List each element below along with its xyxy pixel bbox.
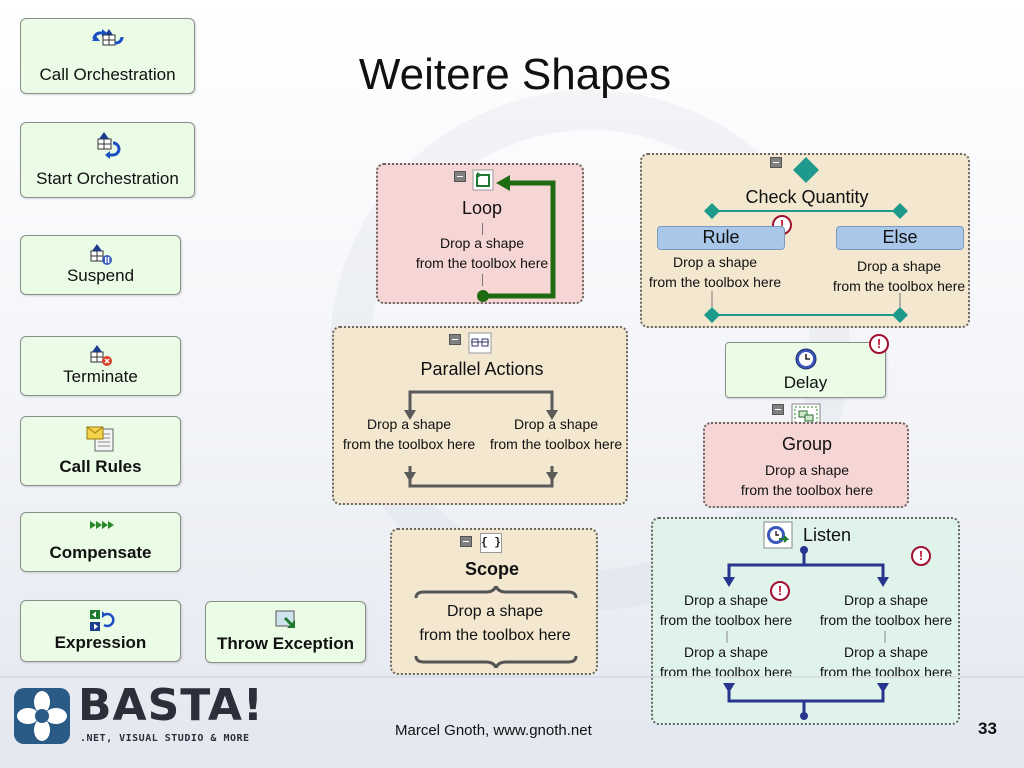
logo-tagline: .NET, VISUAL STUDIO & MORE [80, 733, 250, 744]
page-number: 33 [978, 719, 997, 738]
scope-title: Scope [464, 559, 520, 579]
drop-zone-right[interactable]: Drop a shape from the toolbox here [482, 414, 630, 454]
loop-icon [472, 169, 494, 191]
toolbox-label: Call Rules [59, 457, 142, 476]
delay-shape[interactable]: Delay [725, 342, 886, 398]
drop-text-2: from the toolbox here [819, 664, 953, 680]
drop-text-1: Drop a shape [683, 592, 769, 608]
call-rules-icon [86, 426, 113, 452]
toolbox-label: Start Orchestration [36, 169, 179, 188]
warning-icon: ! [911, 546, 931, 566]
connector-line [482, 274, 483, 286]
loop-shape[interactable]: Loop Drop a shape from the toolbox here [376, 163, 584, 304]
drop-text-1: Drop a shape [446, 603, 544, 620]
toolbox-compensate[interactable]: Compensate [20, 512, 181, 572]
connector-line [482, 223, 483, 235]
decide-shape[interactable]: Check Quantity ! Rule Else Drop a shape … [640, 153, 970, 328]
drop-text-2: from the toolbox here [659, 664, 793, 680]
else-branch[interactable]: Else [836, 226, 964, 250]
footer-credit: Marcel Gnoth, www.gnoth.net [395, 722, 592, 739]
group-shape[interactable]: Group Drop a shape from the toolbox here [703, 422, 909, 508]
listen-branches [723, 546, 889, 720]
collapse-icon[interactable] [772, 404, 784, 415]
terminate-icon [90, 345, 112, 366]
drop-zone[interactable]: Drop a shape from the toolbox here [398, 233, 566, 273]
drop-text-2: from the toolbox here [648, 274, 782, 290]
drop-zone[interactable]: Drop a shape from the toolbox here [392, 600, 598, 648]
listen-shape[interactable]: Listen ! ! Drop a shape from the toolbox… [651, 517, 960, 725]
drop-text-1: Drop a shape [843, 592, 929, 608]
drop-text-1: Drop a shape [856, 258, 942, 274]
toolbox-label: Call Orchestration [39, 65, 176, 84]
drop-text-2: from the toolbox here [832, 278, 966, 294]
drop-zone[interactable]: Drop a shape from the toolbox here [705, 460, 909, 500]
drop-text-2: from the toolbox here [419, 627, 571, 644]
toolbox-call-rules[interactable]: Call Rules [20, 416, 181, 486]
toolbox-label: Compensate [49, 543, 152, 562]
drop-text-1: Drop a shape [513, 416, 599, 432]
listen-icon [763, 521, 793, 549]
drop-zone-left-top[interactable]: Drop a shape from the toolbox here [653, 590, 799, 630]
parallel-title: Parallel Actions [420, 359, 544, 379]
warning-icon: ! [869, 334, 889, 354]
toolbox-terminate[interactable]: Terminate [20, 336, 181, 396]
drop-text-1: Drop a shape [366, 416, 452, 432]
parallel-icon [468, 332, 492, 354]
toolbox-label: Throw Exception [217, 634, 354, 653]
delay-title: Delay [783, 373, 828, 392]
toolbox-label: Terminate [63, 367, 138, 386]
loop-title: Loop [461, 198, 503, 218]
page-title: Weitere Shapes [358, 50, 672, 99]
warning-icon: ! [770, 581, 790, 601]
decide-connectors [704, 157, 908, 323]
toolbox-call-orchestration[interactable]: Call Orchestration [20, 18, 195, 94]
start-orchestration-icon [97, 132, 120, 159]
collapse-icon[interactable] [460, 536, 472, 547]
parallel-branches [404, 390, 558, 488]
drop-text-1: Drop a shape [764, 462, 850, 478]
drop-text-2: from the toolbox here [819, 612, 953, 628]
decide-title: Check Quantity [745, 187, 869, 207]
logo-wordmark: BASTA! [78, 680, 264, 731]
drop-text-1: Drop a shape [439, 235, 525, 251]
drop-text-2: from the toolbox here [740, 482, 874, 498]
drop-zone-else[interactable]: Drop a shape from the toolbox here [828, 256, 970, 296]
toolbox-expression[interactable]: Expression [20, 600, 181, 662]
scope-shape[interactable]: { } Scope Drop a shape from the toolbox … [390, 528, 598, 675]
drop-zone-right-top[interactable]: Drop a shape from the toolbox here [813, 590, 959, 630]
parallel-actions-shape[interactable]: Parallel Actions Drop a shape from the t… [332, 326, 628, 505]
group-title: Group [781, 434, 833, 454]
drop-text-2: from the toolbox here [415, 255, 549, 271]
toolbox-label: Expression [54, 633, 147, 652]
drop-zone-rule[interactable]: Drop a shape from the toolbox here [642, 252, 788, 292]
clock-icon [795, 348, 817, 370]
toolbox-throw-exception[interactable]: Throw Exception [205, 601, 366, 663]
footer-divider [0, 676, 1024, 678]
logo: BASTA! .NET, VISUAL STUDIO & MORE [0, 678, 270, 768]
drop-zone-left[interactable]: Drop a shape from the toolbox here [334, 414, 484, 454]
collapse-icon[interactable] [449, 334, 461, 345]
drop-text-2: from the toolbox here [659, 612, 793, 628]
drop-text-1: Drop a shape [672, 254, 758, 270]
compensate-icon [89, 521, 114, 529]
drop-text-1: Drop a shape [683, 644, 769, 660]
toolbox-start-orchestration[interactable]: Start Orchestration [20, 122, 195, 198]
basta-flower-icon [14, 688, 70, 744]
loop-arrow [477, 175, 556, 302]
listen-title: Listen [803, 525, 852, 545]
drop-text-1: Drop a shape [843, 644, 929, 660]
drop-text-2: from the toolbox here [342, 436, 476, 452]
call-orchestration-icon [91, 29, 123, 46]
collapse-icon[interactable] [454, 171, 466, 182]
drop-text-2: from the toolbox here [489, 436, 623, 452]
suspend-icon [90, 244, 112, 265]
scope-icon: { } [480, 533, 502, 553]
throw-exception-icon [275, 610, 295, 628]
expression-icon [89, 610, 114, 631]
scope-braces [414, 586, 578, 668]
toolbox-label: Suspend [66, 266, 135, 285]
collapse-icon[interactable] [770, 157, 782, 168]
toolbox-suspend[interactable]: Suspend [20, 235, 181, 295]
rule-branch[interactable]: Rule [657, 226, 785, 250]
